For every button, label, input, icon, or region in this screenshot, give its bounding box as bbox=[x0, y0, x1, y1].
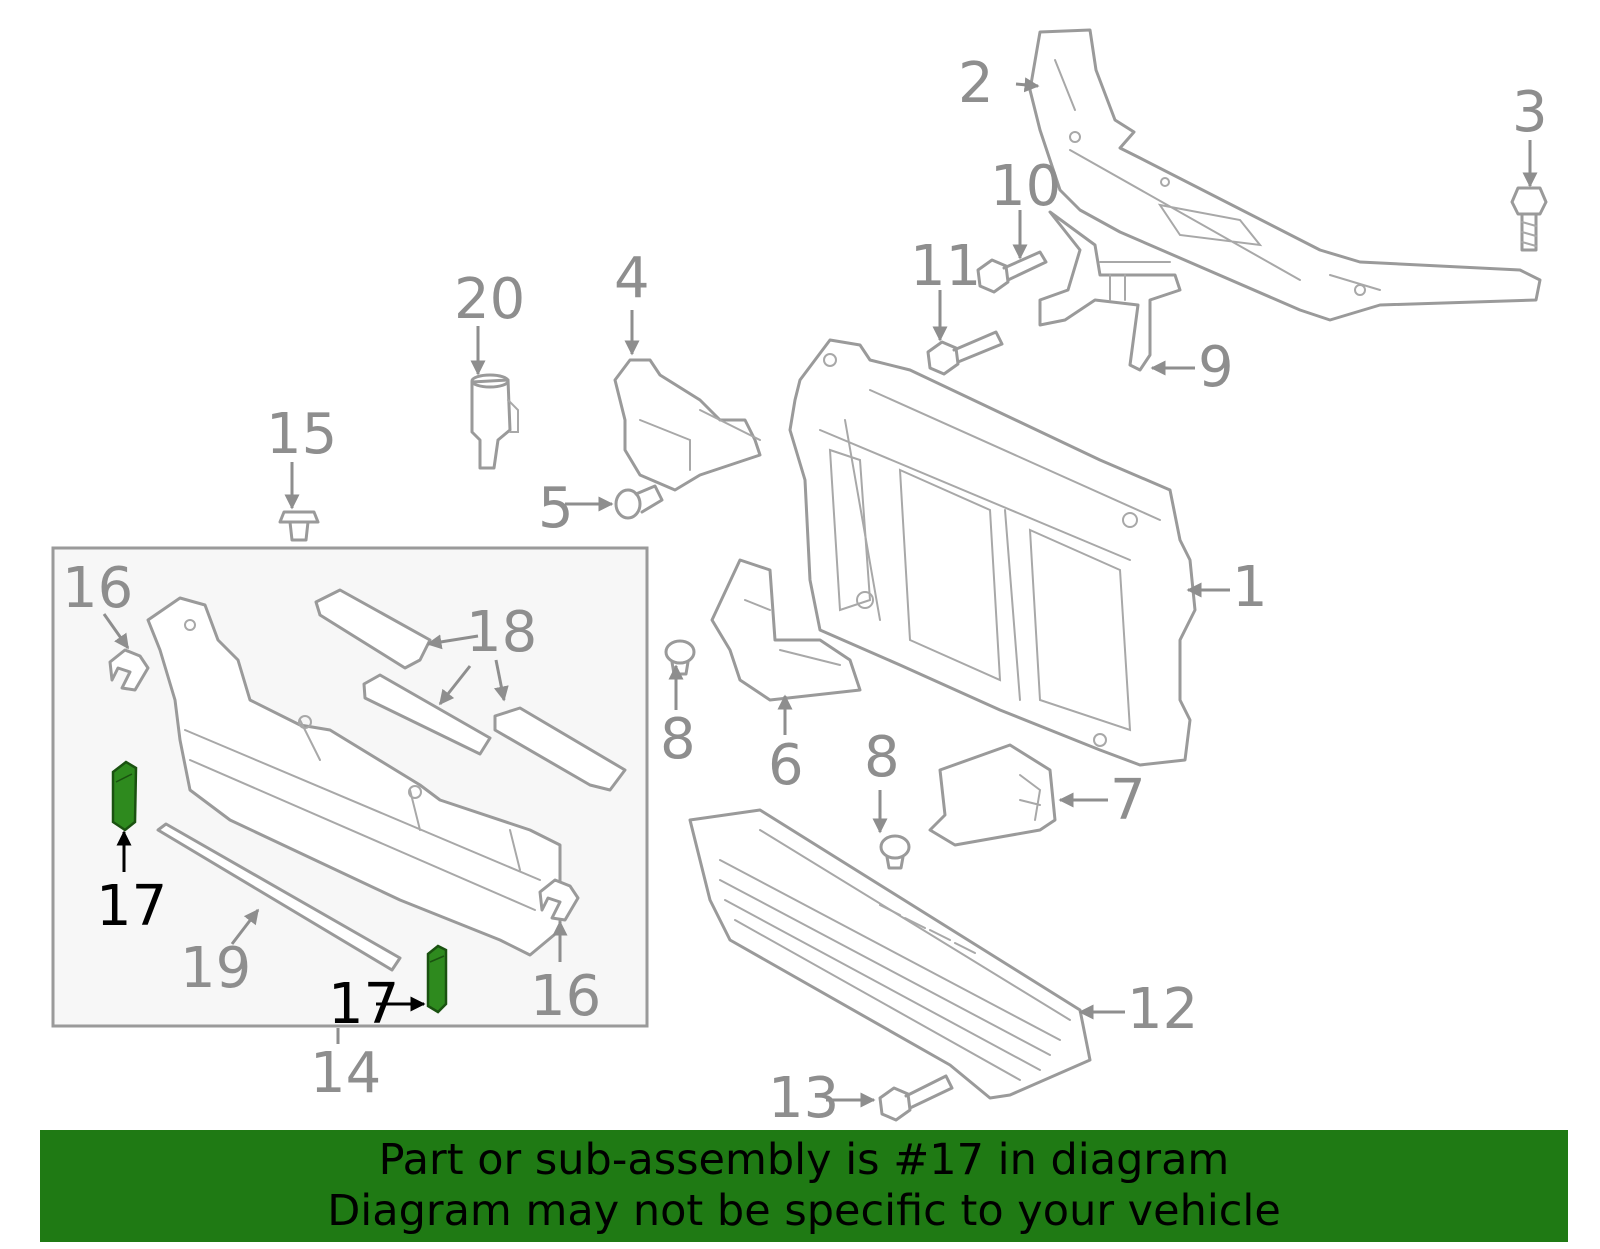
part-18-absorber-top bbox=[314, 588, 432, 670]
callout-16-left: 16 bbox=[62, 556, 133, 621]
info-banner: Part or sub-assembly is #17 in diagram D… bbox=[40, 1130, 1568, 1242]
part-3-bolt bbox=[1510, 186, 1548, 252]
callout-5: 5 bbox=[538, 476, 574, 541]
part-5-clip bbox=[614, 484, 664, 520]
part-12-shutter-assembly bbox=[688, 808, 1092, 1100]
callout-3: 3 bbox=[1512, 80, 1548, 145]
part-15-push-pin bbox=[278, 510, 320, 542]
part-16-clip-right bbox=[538, 878, 580, 922]
callout-20: 20 bbox=[454, 267, 525, 332]
part-8-clip-lower bbox=[879, 834, 911, 870]
part-17-bracket-left bbox=[111, 760, 138, 832]
part-7-air-guide bbox=[928, 743, 1057, 847]
part-19-strip bbox=[156, 822, 402, 972]
callout-8-lower: 8 bbox=[864, 725, 900, 790]
callout-16-right: 16 bbox=[530, 964, 601, 1029]
part-10-bolt bbox=[976, 250, 1048, 294]
callout-10: 10 bbox=[990, 154, 1061, 219]
leader-arrows bbox=[102, 77, 1538, 1108]
part-18-absorber-middle bbox=[362, 673, 492, 756]
part-16-clip-left bbox=[108, 648, 150, 692]
part-14-bumper-reinforcement bbox=[146, 596, 562, 957]
banner-line-part-number: Part or sub-assembly is #17 in diagram bbox=[378, 1135, 1230, 1185]
callout-4: 4 bbox=[614, 246, 650, 311]
callout-1: 1 bbox=[1232, 555, 1268, 620]
callout-15: 15 bbox=[266, 402, 337, 467]
part-9-bracket bbox=[1038, 210, 1182, 372]
part-8-clip-upper bbox=[664, 639, 696, 676]
callout-7: 7 bbox=[1110, 768, 1146, 833]
callout-13: 13 bbox=[768, 1066, 839, 1131]
callout-18: 18 bbox=[466, 600, 537, 665]
callout-12: 12 bbox=[1127, 977, 1198, 1042]
callout-2: 2 bbox=[958, 51, 994, 116]
part-20-sensor bbox=[470, 373, 519, 470]
part-18-absorber-bottom bbox=[493, 706, 627, 792]
part-1-radiator-support bbox=[788, 338, 1197, 767]
callout-6: 6 bbox=[768, 733, 804, 798]
callout-11: 11 bbox=[910, 234, 981, 299]
callout-17-right: 17 bbox=[328, 972, 399, 1037]
part-2-upper-tie-bar bbox=[1028, 28, 1542, 322]
part-13-bolt bbox=[878, 1074, 954, 1122]
callout-14: 14 bbox=[310, 1041, 381, 1106]
callout-19: 19 bbox=[180, 936, 251, 1001]
banner-line-disclaimer: Diagram may not be specific to your vehi… bbox=[327, 1186, 1281, 1236]
callout-17-left: 17 bbox=[96, 874, 167, 939]
callout-8-upper: 8 bbox=[660, 707, 696, 772]
part-11-bolt bbox=[926, 330, 1004, 376]
callout-9: 9 bbox=[1198, 335, 1234, 400]
part-4-bracket bbox=[613, 358, 762, 492]
part-6-air-guide bbox=[710, 558, 862, 702]
part-17-bracket-right bbox=[426, 944, 448, 1014]
